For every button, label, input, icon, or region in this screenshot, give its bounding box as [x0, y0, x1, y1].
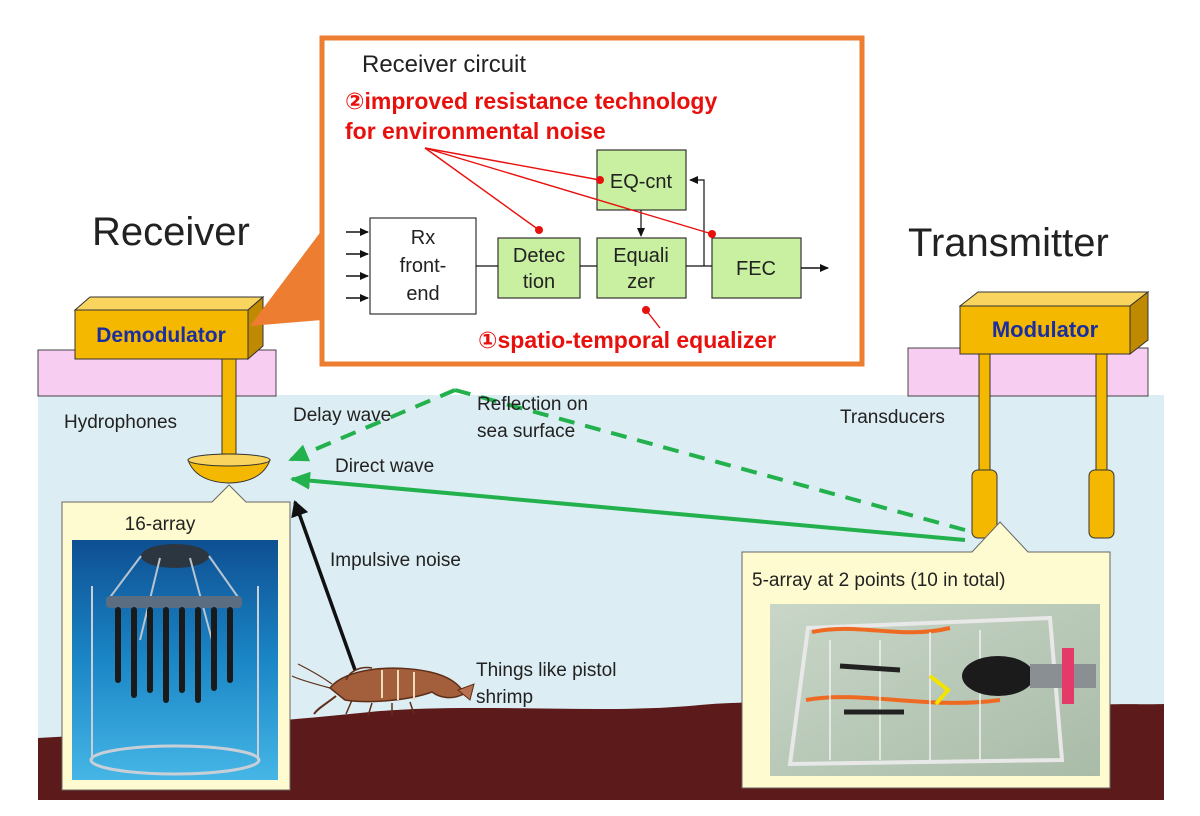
reflection-label-line1: Reflection on	[477, 394, 588, 415]
hydrophone-dome	[187, 459, 271, 484]
rx-label-line3: end	[406, 283, 439, 305]
tech2-label-line1: ②improved resistance technology	[345, 88, 717, 114]
impulsive-noise-arrow	[291, 500, 357, 671]
reflection-label-line2: sea surface	[477, 421, 575, 442]
impulsive-noise-label: Impulsive noise	[330, 550, 461, 571]
equalizer-label-line1: Equali	[613, 245, 669, 267]
detection-label-line2: tion	[523, 271, 555, 293]
tech2-label-line2: for environmental noise	[345, 118, 606, 144]
callout-pointer	[250, 230, 322, 326]
demodulator-box	[73, 295, 265, 361]
delay-wave-arrow	[288, 388, 456, 462]
direct-wave-label: Direct wave	[335, 456, 434, 477]
transducers-label: Transducers	[840, 407, 945, 428]
receiver-circuit-title: Receiver circuit	[362, 51, 526, 78]
demodulator-label: Demodulator	[96, 324, 226, 347]
delay-wave-label: Delay wave	[293, 405, 391, 426]
hydrophone-array-photo	[72, 540, 278, 780]
transducer-array-photo	[770, 604, 1100, 776]
shrimp-label-line2: shrimp	[476, 687, 533, 708]
equalizer-block	[596, 237, 687, 299]
direct-wave-arrow	[290, 471, 966, 542]
detection-block	[497, 237, 581, 299]
transducer-pole-left	[978, 353, 991, 473]
hydrophones-label: Hydrophones	[64, 412, 177, 433]
receiver-title: Receiver	[92, 210, 250, 254]
receiver-circuit-callout	[319, 35, 865, 367]
fec-block	[711, 237, 802, 299]
array16-label: 16-array	[125, 514, 196, 535]
rx-label-line1: Rx	[411, 227, 435, 249]
reflected-wave-segment	[454, 388, 966, 532]
modulator-label: Modulator	[992, 317, 1099, 342]
transducer-left	[971, 469, 998, 539]
receiver-pole	[221, 358, 237, 455]
transmitter-platform	[907, 347, 1149, 397]
fec-label: FEC	[736, 258, 776, 280]
transmitter-title: Transmitter	[908, 221, 1109, 265]
rx-label-line2: front-	[400, 255, 447, 277]
block-diagram	[346, 149, 829, 315]
equalizer-label-line2: zer	[627, 271, 655, 293]
detection-label-line1: Detec	[513, 245, 565, 267]
tech-pointer-lines	[424, 147, 716, 329]
shrimp-label-line1: Things like pistol	[476, 660, 616, 681]
shrimp-illustration	[291, 663, 475, 717]
tech1-label: ①spatio-temporal equalizer	[478, 327, 776, 353]
array5-label: 5-array at 2 points (10 in total)	[752, 570, 1005, 591]
transducer-right	[1088, 469, 1115, 539]
eqcnt-label: EQ-cnt	[610, 171, 673, 193]
transducer-pole-right	[1095, 353, 1108, 473]
modulator-box	[958, 290, 1150, 356]
